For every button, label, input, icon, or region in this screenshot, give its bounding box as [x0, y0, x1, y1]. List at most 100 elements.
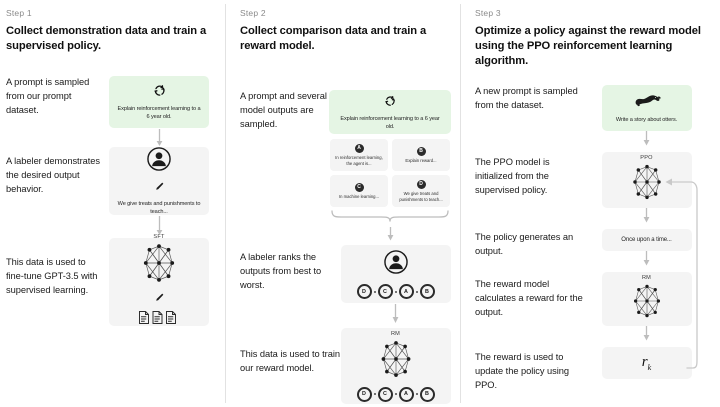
prompt-card-step3-caption: Write a story about otters. — [615, 116, 678, 123]
rm-label-step2: RM — [390, 330, 401, 337]
ppo-card: PPO — [601, 152, 692, 209]
column-divider-1 — [225, 4, 226, 403]
output-caption-a: In reinforcement learning, the agent is.… — [335, 155, 383, 166]
step-1-row-labeler: A labeler demonstrates the desired outpu… — [6, 147, 216, 242]
recycle-icon — [384, 94, 396, 112]
step-3-row-reward: The reward is used to update the policy … — [475, 347, 710, 392]
arrow-down-icon — [642, 208, 651, 229]
output-badge-d: D — [416, 180, 426, 190]
step-2-label: Step 2 — [240, 8, 266, 18]
rm-rank-1: D — [356, 386, 372, 402]
rank-separator — [373, 290, 376, 293]
neural-network-icon — [627, 163, 667, 206]
column-divider-2 — [460, 4, 461, 403]
rm-rank-3: A — [398, 386, 414, 402]
pencil-icon — [154, 179, 165, 197]
step-2-row-rm: This data is used to train our reward mo… — [240, 328, 451, 405]
step-3-column: Step 3 Optimize a policy against the rew… — [461, 0, 720, 407]
neural-network-icon — [375, 339, 417, 384]
step-1-column: Step 1 Collect demonstration data and tr… — [0, 0, 226, 407]
step-1-text-1: A prompt is sampled from our prompt data… — [6, 77, 90, 115]
reward-card: rk — [601, 347, 692, 380]
neural-network-icon — [628, 283, 666, 324]
model-output-c: C In machine learning... — [330, 175, 388, 208]
rm-label-step3: RM — [641, 274, 652, 281]
prompt-card-step1-caption: Explain reinforcement learning to a 6 ye… — [117, 105, 201, 120]
step-3-label: Step 3 — [475, 8, 501, 18]
person-icon — [383, 249, 409, 280]
rank-separator — [394, 290, 397, 293]
sft-label: SFT — [153, 234, 165, 241]
labeler-card-step1-caption: We give treats and punishments to teach.… — [117, 201, 201, 216]
rank-separator — [415, 393, 418, 396]
arrow-down-icon — [642, 326, 651, 347]
generated-output-caption: Once upon a time... — [621, 236, 672, 243]
model-outputs-grid: A In reinforcement learning, the agent i… — [330, 139, 450, 208]
step-3-row-prompt: A new prompt is sampled from the dataset… — [475, 85, 710, 152]
step-3-title: Optimize a policy against the reward mod… — [475, 25, 701, 68]
ppo-label: PPO — [640, 154, 653, 161]
prompt-card-step3: Write a story about otters. — [601, 85, 692, 132]
step-3-text-4: The reward model calculates a reward for… — [475, 279, 583, 317]
step-3-row-rm: The reward model calculates a reward for… — [475, 272, 710, 347]
generated-output-card: Once upon a time... — [601, 229, 692, 252]
curly-brace-icon — [329, 209, 451, 227]
rank-4: B — [419, 284, 435, 300]
output-caption-c: In machine learning... — [338, 193, 380, 199]
sft-card: SFT — [109, 234, 209, 327]
rm-card-step3: RM — [601, 272, 692, 327]
step-2-row-ranking: A labeler ranks the outputs from best to… — [240, 245, 451, 330]
step-2-title: Collect comparison data and train a rewa… — [240, 25, 427, 53]
prompt-card-step2: Explain reinforcement learning to a 6 ye… — [329, 90, 451, 135]
arrow-down-icon — [642, 251, 651, 272]
step-2-text-2: A labeler ranks the outputs from best to… — [240, 252, 322, 290]
rank-separator — [373, 393, 376, 396]
prompt-card-step1: Explain reinforcement learning to a 6 ye… — [109, 76, 209, 129]
step-1-text-3: This data is used to fine-tune GPT-3.5 w… — [6, 257, 98, 295]
output-badge-c: C — [354, 182, 364, 192]
arrow-down-icon — [391, 303, 400, 330]
arrow-down-icon — [155, 128, 164, 153]
step-1-title: Collect demonstration data and train a s… — [6, 25, 207, 53]
pencil-icon — [154, 290, 165, 308]
reward-formula: rk — [641, 353, 652, 372]
prompt-card-step2-caption: Explain reinforcement learning to a 6 ye… — [340, 115, 440, 130]
rank-1: D — [356, 284, 372, 300]
step-1-label: Step 1 — [6, 8, 32, 18]
rm-rank-4: B — [419, 386, 435, 402]
step-2-column: Step 2 Collect comparison data and train… — [226, 0, 461, 407]
documents-icon — [138, 310, 180, 330]
rm-ranking-sequence: D C A B — [356, 386, 435, 402]
ranking-sequence: D C A B — [356, 284, 435, 300]
step-2-text-3: This data is used to train our reward mo… — [240, 349, 340, 373]
step-3-row-output: The policy generates an output. Once upo… — [475, 229, 710, 272]
arrow-down-icon — [155, 215, 164, 242]
rank-2: C — [377, 284, 393, 300]
rm-card-step2: RM — [340, 328, 451, 405]
step-2-row-sampling: A prompt and several model outputs are s… — [240, 90, 451, 247]
step-1-row-sft: This data is used to fine-tune GPT-3.5 w… — [6, 234, 216, 327]
model-output-b: B Explain reward... — [392, 139, 450, 172]
step-3-text-2: The PPO model is initialized from the su… — [475, 157, 550, 195]
output-caption-d: We give treats and punishments to teach.… — [399, 191, 443, 202]
ranking-card: D C A B — [340, 245, 451, 304]
model-output-a: A In reinforcement learning, the agent i… — [330, 139, 388, 172]
step-1-row-prompt: A prompt is sampled from our prompt data… — [6, 76, 216, 153]
output-caption-b: Explain reward... — [405, 157, 437, 163]
step-3-text-1: A new prompt is sampled from the dataset… — [475, 86, 578, 111]
step-3-text-3: The policy generates an output. — [475, 232, 574, 257]
model-output-d: D We give treats and punishments to teac… — [392, 175, 450, 208]
labeler-card-step1: We give treats and punishments to teach.… — [109, 146, 209, 216]
output-badge-a: A — [354, 144, 364, 154]
arrow-down-icon — [642, 131, 651, 152]
person-icon — [146, 146, 172, 177]
arrow-down-icon — [386, 227, 395, 247]
neural-network-icon — [137, 242, 181, 289]
rank-separator — [415, 290, 418, 293]
otter-icon — [632, 93, 662, 113]
rank-separator — [394, 393, 397, 396]
rm-rank-2: C — [377, 386, 393, 402]
output-badge-b: B — [416, 146, 426, 156]
step-3-text-5: The reward is used to update the policy … — [475, 352, 569, 390]
